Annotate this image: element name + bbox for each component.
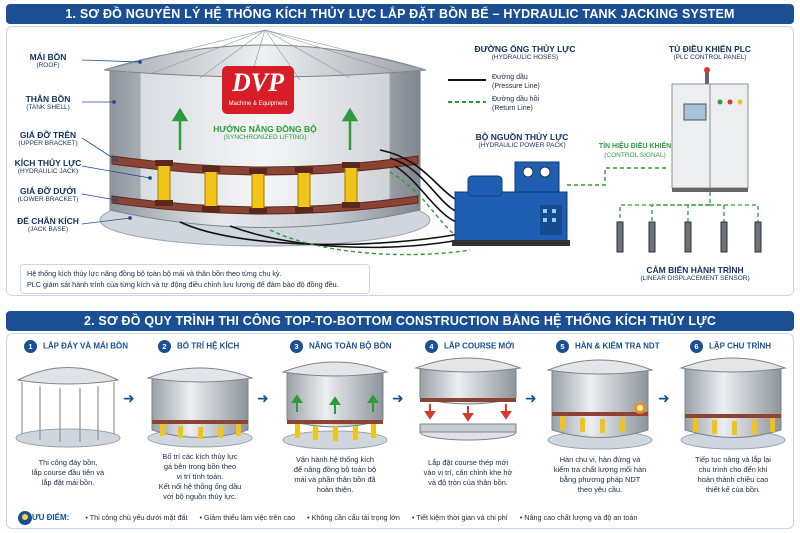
system-note: Hệ thống kích thủy lực nâng đồng bộ toàn… xyxy=(20,264,370,294)
logo-badge xyxy=(222,66,294,114)
advantage-item: • Thi công chủ yếu dưới mặt đất xyxy=(85,513,188,522)
pressure-line-label: Đường dầu(Pressure Line) xyxy=(492,74,540,90)
hydraulic-system-diagram xyxy=(99,29,762,256)
label-roof: MÁI BỒN(ROOF) xyxy=(29,52,67,69)
left-label-leaders xyxy=(81,59,152,225)
label-lower-bracket: GIÁ ĐỠ DƯỚI(LOWER BRACKET) xyxy=(17,186,79,203)
hoses-title: ĐƯỜNG ỐNG THỦY LỰC(HYDRAULIC HOSES) xyxy=(474,44,576,61)
advantage-item: • Nâng cao chất lượng và độ an toàn xyxy=(519,513,638,522)
step2-illustration xyxy=(146,367,254,448)
upper-bracket-ring xyxy=(111,155,419,176)
step-arrow-icon: ➜ xyxy=(525,390,537,406)
sensor-cables xyxy=(619,192,759,222)
advantages-label: ƯU ĐIỂM: xyxy=(32,513,70,522)
sync-lift-label: HƯỚNG NÂNG ĐỒNG BỘ (SYNCHRONIZED LIFTING… xyxy=(213,124,317,141)
label-hydraulic-jack: KÍCH THỦY LỰC(HYDRAULIC JACK) xyxy=(14,158,82,175)
step-arrow-icon: ➜ xyxy=(123,390,135,406)
plc-label: TỦ ĐIỀU KHIỂN PLC(PLC CONTROL PANEL) xyxy=(668,44,752,61)
step-arrow-icon: ➜ xyxy=(658,390,670,406)
advantage-item: • Tiết kiệm thời gian và chi phí xyxy=(411,513,508,522)
control-signal-label: TÍN HIỆU ĐIỀU KHIỂN(CONTROL SIGNAL) xyxy=(598,143,672,159)
label-upper-bracket: GIÁ ĐỠ TRÊN(UPPER BRACKET) xyxy=(18,130,78,147)
lightbulb-icon xyxy=(18,511,32,525)
logo-text: DVP xyxy=(232,68,284,97)
sensor-label: CẢM BIẾN HÀNH TRÌNH(LINEAR DISPLACEMENT … xyxy=(640,265,750,282)
plc-cabinet xyxy=(671,67,749,192)
label-tank-shell: THÂN BỒN(TANK SHELL) xyxy=(25,94,71,111)
section2-panel xyxy=(6,333,794,529)
control-signal-line xyxy=(567,167,668,186)
section1-panel xyxy=(6,26,794,296)
step-arrow-icon: ➜ xyxy=(392,390,404,406)
advantage-item: • Giảm thiểu làm việc trên cao xyxy=(199,513,296,522)
hydraulic-power-pack xyxy=(452,161,570,246)
section2-title: 2. SƠ ĐỒ QUY TRÌNH THI CÔNG TOP-TO-BOTTO… xyxy=(6,311,794,331)
advantage-item: • Không cần cẩu tải trọng lớn xyxy=(307,513,400,522)
sync-lift-arrows xyxy=(171,107,359,150)
logo-subtitle: Machine & Equipment xyxy=(228,101,288,107)
step-arrow-icon: ➜ xyxy=(257,390,269,406)
label-jack-base: ĐẾ CHÂN KÍCH(JACK BASE) xyxy=(17,216,79,233)
step3-illustration xyxy=(281,361,389,450)
return-line-label: Đường dầu hồi(Return Line) xyxy=(492,96,540,112)
section1-title: 1. SƠ ĐỒ NGUYÊN LÝ HỆ THỐNG KÍCH THỦY LỰ… xyxy=(6,4,794,24)
step6-illustration xyxy=(679,357,787,450)
hydraulic-jacks xyxy=(155,160,360,214)
advantages-bar: ƯU ĐIỂM: • Thi công chủ yếu dưới mặt đất… xyxy=(12,510,788,526)
step1-illustration xyxy=(15,367,121,448)
step4-illustration xyxy=(414,357,522,441)
step5-illustration xyxy=(546,359,654,450)
power-pack-label: BỘ NGUỒN THỦY LỰC(HYDRAULIC POWER PACK) xyxy=(475,132,569,149)
linear-sensors xyxy=(616,221,762,253)
